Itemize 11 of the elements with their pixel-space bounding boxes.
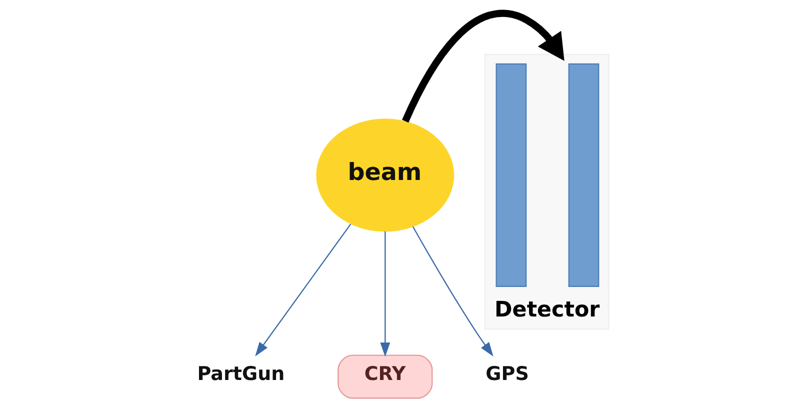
arrow xyxy=(254,224,351,356)
arrow xyxy=(412,226,493,357)
node-text: PartGun xyxy=(196,363,284,386)
cluster: Detector xyxy=(484,54,609,330)
node-text: GPS xyxy=(485,363,528,386)
arrow xyxy=(380,231,390,357)
node-ellipse: beam xyxy=(316,118,454,232)
node-bar xyxy=(568,63,599,287)
node-bar xyxy=(495,63,526,287)
arrow xyxy=(402,10,564,123)
node-box: CRY xyxy=(337,354,432,399)
